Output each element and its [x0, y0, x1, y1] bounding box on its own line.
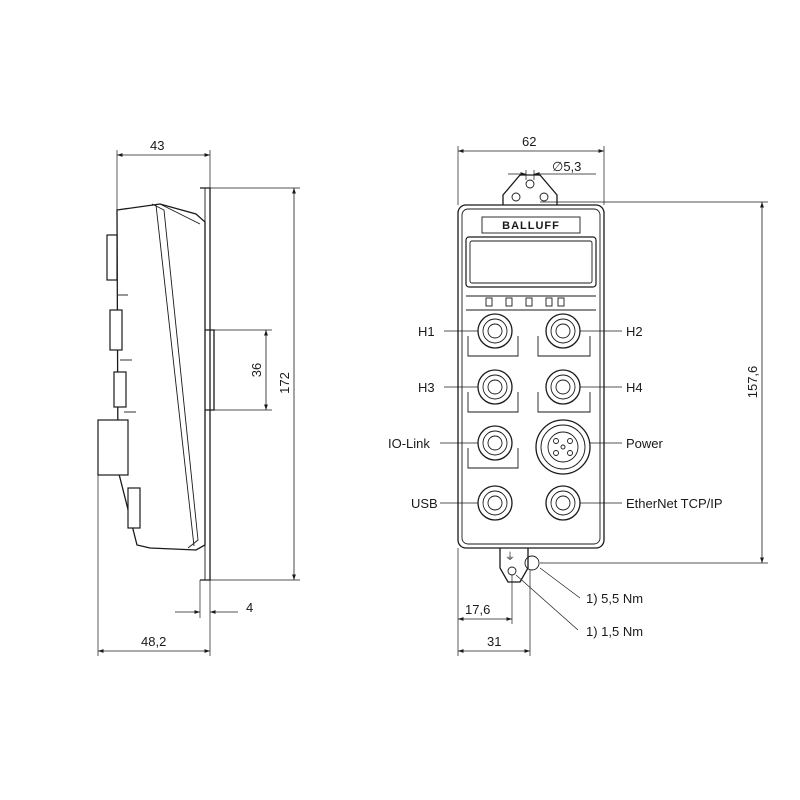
dim-label-36: 36	[249, 363, 264, 377]
dim-label-hole: ∅5,3	[552, 159, 581, 174]
label-power: Power	[626, 436, 664, 451]
label-torque-1: 1) 5,5 Nm	[586, 591, 643, 606]
front-view: ⏚ BALLUFF	[388, 134, 768, 656]
label-h1: H1	[418, 324, 435, 339]
bottom-side-hole	[524, 555, 540, 571]
ground-icon: ⏚	[505, 551, 515, 563]
brand-logo: BALLUFF	[502, 220, 560, 232]
dim-label-4: 4	[246, 600, 253, 615]
dim-label-176: 17,6	[465, 602, 490, 617]
top-tab-hole-right	[539, 192, 549, 202]
led-3	[525, 297, 533, 307]
side-front-face	[151, 203, 201, 549]
dim-label-157: 157,6	[745, 366, 760, 399]
led-4	[545, 297, 553, 307]
dim-label-31: 31	[487, 634, 501, 649]
housing-inner	[461, 208, 601, 545]
led-5	[557, 297, 565, 307]
side-rail-clip	[205, 329, 215, 411]
side-connector-2	[109, 309, 123, 351]
port-h3	[467, 369, 519, 413]
side-face-edge	[155, 204, 195, 547]
port-h2	[537, 313, 591, 357]
leader-torque-1	[539, 567, 581, 599]
side-connector-3	[113, 371, 127, 408]
dim-label-62: 62	[522, 134, 536, 149]
label-h2: H2	[626, 324, 643, 339]
side-connector-5	[127, 487, 141, 529]
label-ethernet: EtherNet TCP/IP	[626, 496, 723, 511]
top-tab-hole-small	[525, 179, 535, 189]
port-h1	[467, 313, 519, 357]
led-2	[505, 297, 513, 307]
label-torque-2: 1) 1,5 Nm	[586, 624, 643, 639]
side-power-connector	[97, 419, 129, 476]
display-window	[465, 236, 597, 288]
top-tab-hole-left	[511, 192, 521, 202]
label-h4: H4	[626, 380, 643, 395]
port-ethernet	[545, 485, 581, 521]
label-iolink: IO-Link	[388, 436, 430, 451]
bottom-tab-hole	[507, 566, 517, 576]
port-h4	[537, 369, 591, 413]
port-power	[535, 419, 591, 475]
leader-torque-2	[515, 574, 579, 631]
dim-label-48: 48,2	[141, 634, 166, 649]
dim-label-172: 172	[277, 372, 292, 394]
led-1	[485, 297, 493, 307]
side-connector-1	[106, 234, 118, 281]
dim-label-43: 43	[150, 138, 164, 153]
port-usb	[477, 485, 513, 521]
label-usb: USB	[411, 496, 438, 511]
side-view: 43 172 36 4 48,2	[97, 138, 300, 656]
housing-outer	[457, 204, 605, 549]
bottom-mount-tab	[499, 548, 529, 583]
port-iolink	[467, 425, 519, 469]
label-h3: H3	[418, 380, 435, 395]
display-window-inner	[469, 240, 593, 284]
logo-plate	[481, 216, 581, 234]
top-mount-tab	[502, 174, 558, 205]
